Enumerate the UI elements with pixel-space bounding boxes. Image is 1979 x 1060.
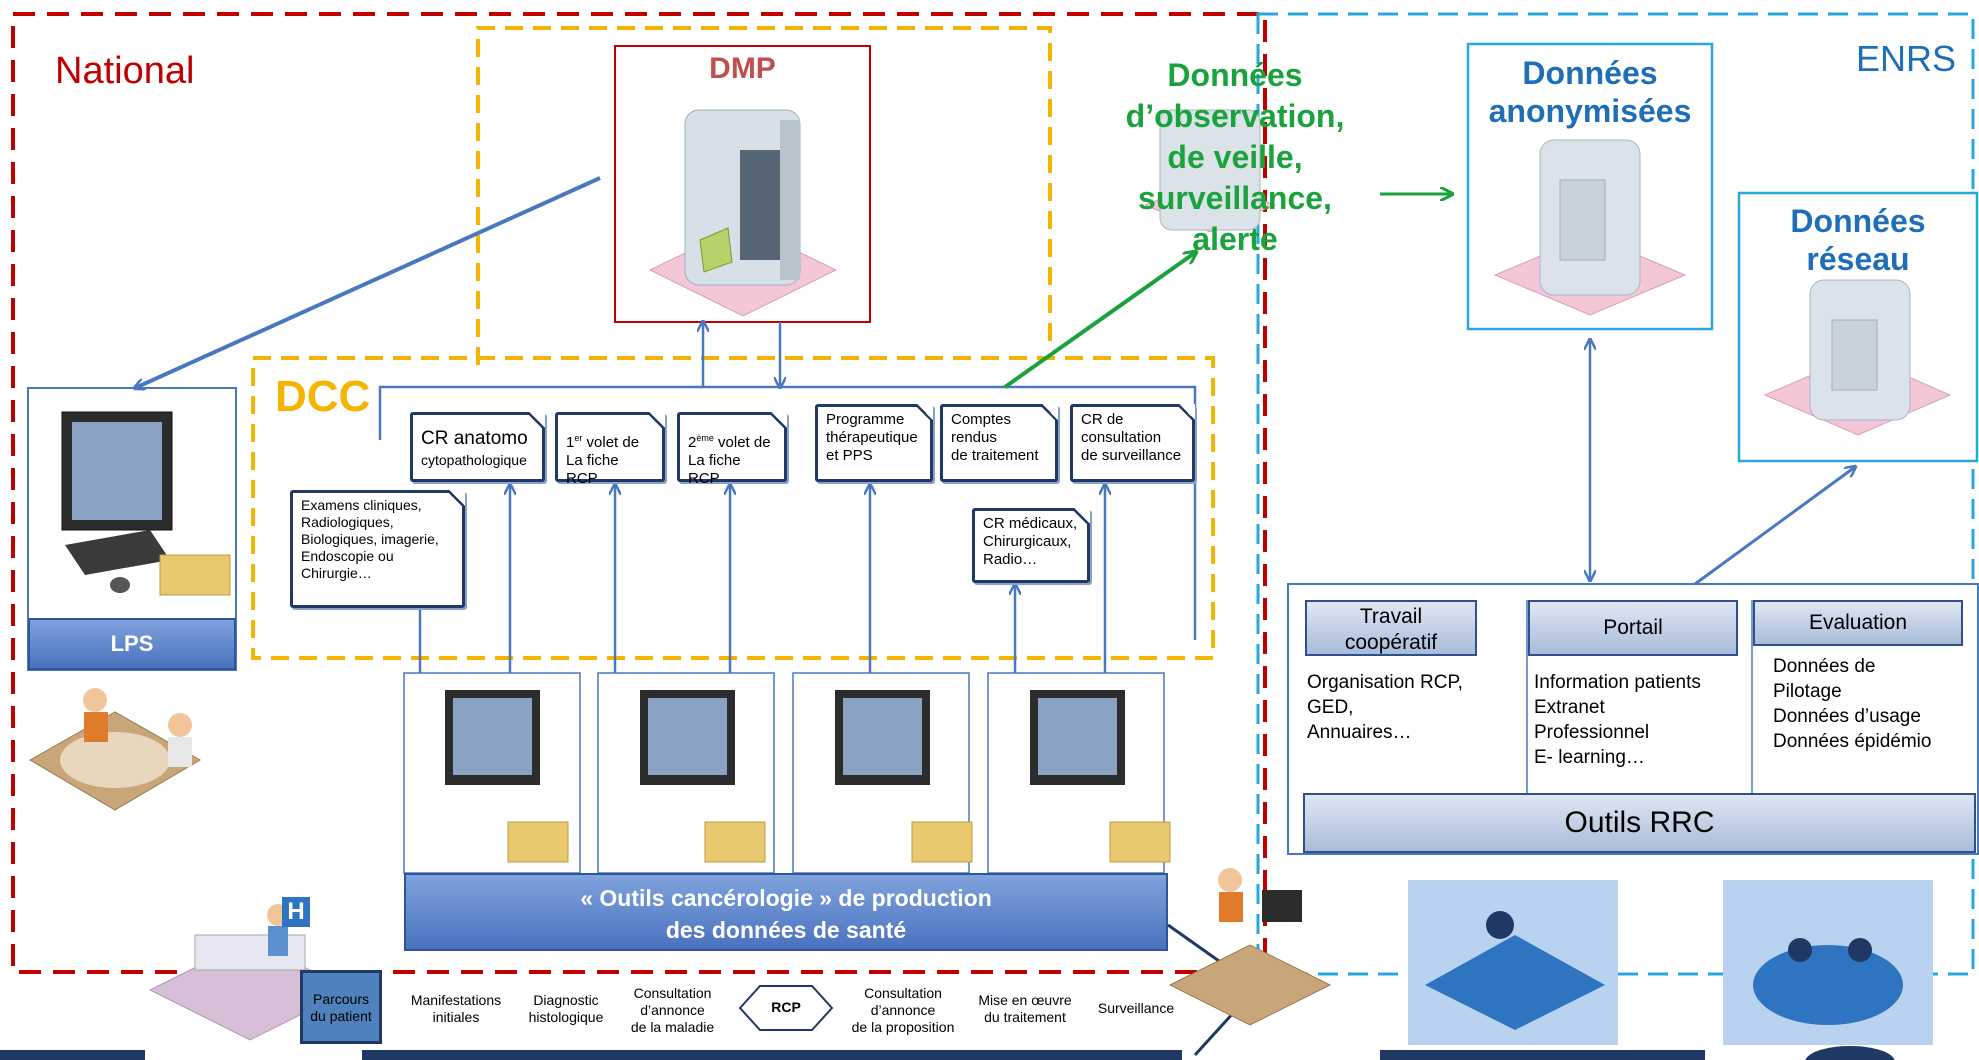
logo-icon <box>1805 1046 1895 1060</box>
consultation-scene-icon <box>28 688 202 811</box>
dmp-title: DMP <box>709 52 776 85</box>
pathway-step-parcours: Parcours du patient <box>300 970 382 1044</box>
pathway-step-treatment: Mise en œuvre du traitement <box>978 992 1072 1025</box>
observation-label: Données d’observation, de veille, survei… <box>1125 57 1345 257</box>
national-region <box>11 12 1267 974</box>
consultation-scene-right-icon <box>1168 868 1332 1026</box>
lps-computer-icon <box>61 411 231 596</box>
rrc-body-evaluation: Données de Pilotage Données d’usage Donn… <box>1773 656 1932 752</box>
doc-rcp1: 1er volet de La fiche RCP <box>555 412 665 487</box>
observation-building-icon <box>1143 109 1277 233</box>
network-building-icon <box>1763 279 1952 436</box>
doc-rcp2: 2ème volet de La fiche RCP <box>677 412 787 487</box>
dcc-zone <box>251 356 1215 660</box>
doc-pps: Programme thérapeutique et PPS <box>815 404 933 482</box>
production-tools-bar: « Outils cancérologie » de production de… <box>404 873 1168 951</box>
dmp-zone <box>476 26 1052 365</box>
rcp-badge <box>738 985 834 1031</box>
anonymised-building-icon <box>1493 139 1687 316</box>
hospital-sign-letter: H <box>287 898 305 925</box>
pathway-step-diagnostic: Diagnostic histologique <box>528 992 604 1025</box>
rrc-header-evaluation: Evaluation <box>1753 600 1963 646</box>
anonymised-title: Données anonymisées <box>1488 55 1692 129</box>
rrc-body-cooperative: Organisation RCP, GED, Annuaires… <box>1307 672 1463 743</box>
rrc-footer: Outils RRC <box>1303 793 1976 853</box>
production-computer-icons <box>445 690 1171 863</box>
doc-treatment: Comptes rendus de traitement <box>940 404 1058 482</box>
enrs-label: ENRS <box>1856 38 1957 79</box>
pathway-step-announce-proposal: Consultation d’annonce de la proposition <box>851 985 955 1035</box>
pathway-step-surveillance: Surveillance <box>1097 1000 1175 1016</box>
doc-medical: CR médicaux, Chirurgicaux, Radio… <box>972 508 1090 583</box>
hospital-sign-icon <box>282 897 310 927</box>
arrow-dcc-observation <box>1003 252 1196 389</box>
doc-exams: Examens cliniques, Radiologiques, Biolog… <box>290 490 465 608</box>
pathway-step-announce-disease: Consultation d’annonce de la maladie <box>630 985 715 1035</box>
rrc-header-cooperative: Travail coopératif <box>1305 600 1477 656</box>
rrc-header-portal: Portail <box>1528 600 1738 656</box>
arrow-rrc-network <box>1694 467 1855 586</box>
pathway-step-rcp: RCP <box>771 999 801 1015</box>
enrs-region <box>1256 12 1975 976</box>
arrow-dmp-lps <box>135 176 601 388</box>
national-label: National <box>55 50 195 92</box>
doc-anapath: CR anatomo cytopathologique <box>410 412 545 482</box>
network-title: Données réseau <box>1790 203 1926 277</box>
dcc-label: DCC <box>275 372 371 421</box>
pathway-step-manifestations: Manifestations initiales <box>410 992 502 1025</box>
doc-followup: CR de consultation de surveillance <box>1070 404 1195 482</box>
rrc-body-portal: Information patients Extranet Profession… <box>1534 672 1701 768</box>
dmp-building-icon <box>648 109 838 317</box>
lps-bar: LPS <box>28 618 236 670</box>
